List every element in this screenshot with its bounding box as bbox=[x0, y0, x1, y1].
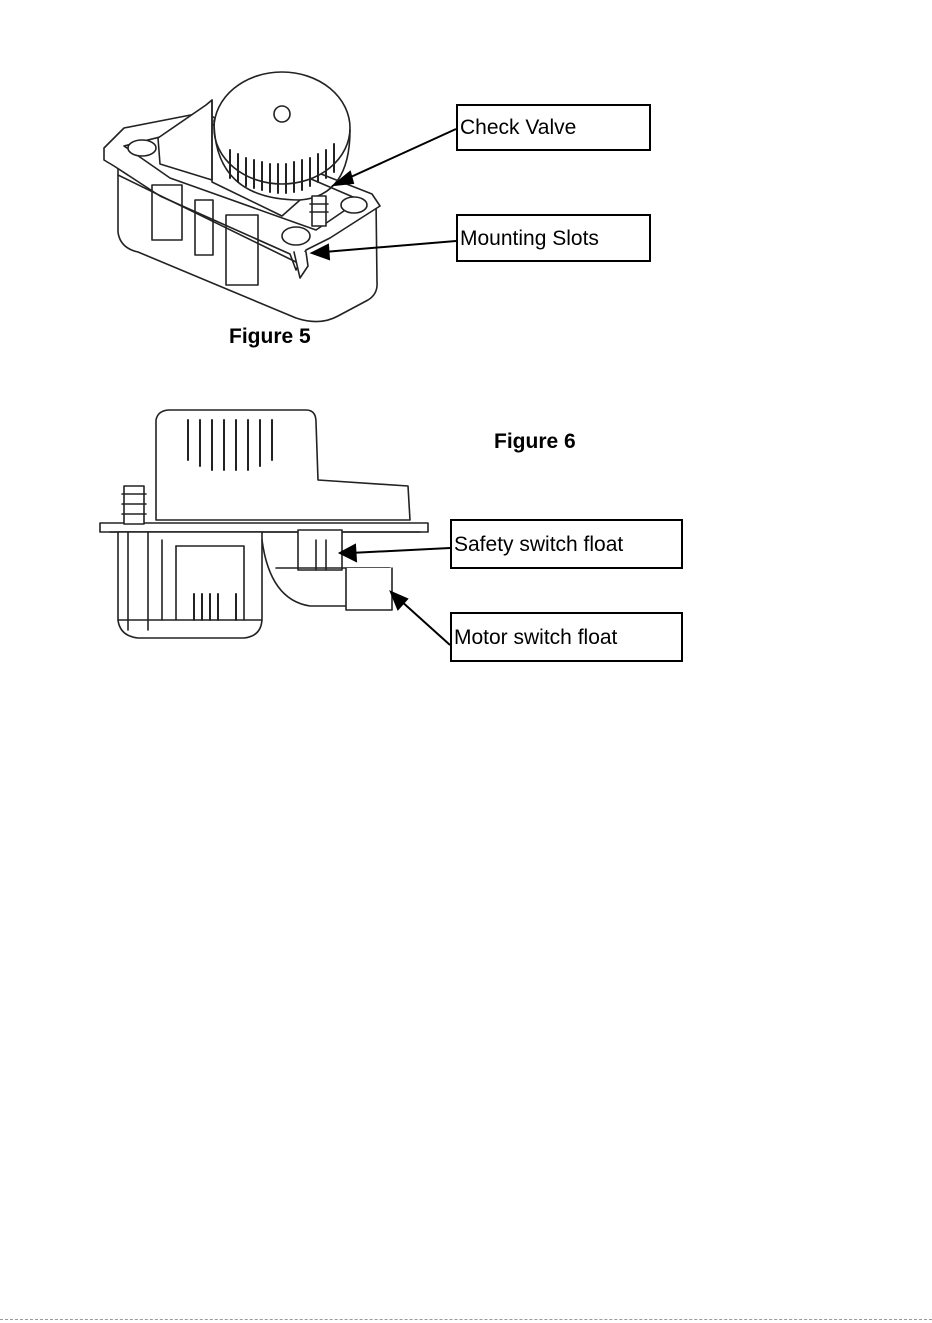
safety-switch-float-label: Safety switch float bbox=[450, 519, 683, 569]
figure-6-pump-side-view bbox=[0, 0, 932, 700]
motor-switch-float-label: Motor switch float bbox=[450, 612, 683, 662]
figure-6-caption: Figure 6 bbox=[494, 430, 576, 454]
page-bottom-divider bbox=[0, 1319, 932, 1320]
